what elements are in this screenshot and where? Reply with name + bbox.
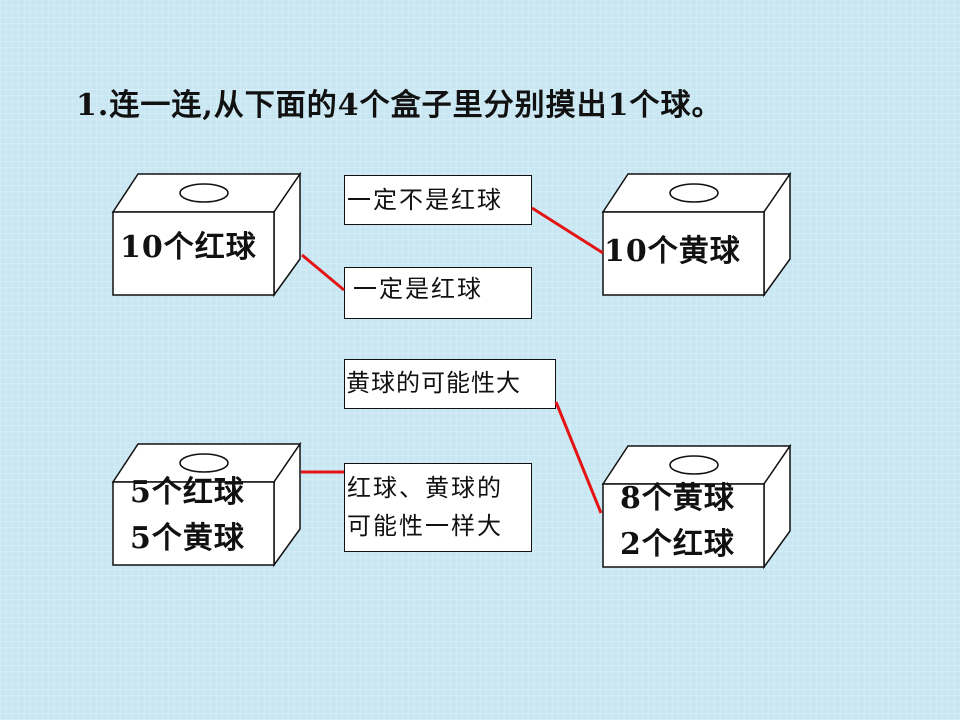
answer-text: 一定不是红球 — [347, 186, 503, 214]
answer-text: 可能性一样大 — [347, 512, 503, 540]
box-opening — [669, 183, 719, 203]
box-front-face — [602, 483, 765, 568]
answer-definitely-red[interactable]: 一定是红球 — [344, 267, 532, 319]
box-label-line: 10个红球 — [120, 230, 257, 265]
box-label: 10个红球 — [120, 225, 257, 271]
box-10-yellow — [601, 171, 792, 298]
answer-yellow-more-likely[interactable]: 黄球的可能性大 — [344, 359, 556, 409]
box-opening — [179, 453, 229, 473]
box-10-red — [111, 171, 302, 298]
answer-equally-likely[interactable]: 红球、黄球的 可能性一样大 — [344, 463, 532, 552]
box-front-face — [602, 211, 765, 296]
connector-not-red-10yellow — [531, 206, 604, 255]
connector-10red-definitely-red — [301, 253, 345, 292]
question-title: 1.连一连,从下面的4个盒子里分别摸出1个球。 — [76, 88, 723, 123]
box-label-line: 2个红球 — [620, 527, 735, 562]
box-opening — [179, 183, 229, 203]
box-5-red-5-yellow — [111, 441, 302, 568]
box-front-face — [112, 211, 275, 296]
answer-definitely-not-red[interactable]: 一定不是红球 — [344, 175, 532, 225]
box-label-line: 5个黄球 — [130, 521, 245, 556]
answer-text: 黄球的可能性大 — [346, 369, 521, 397]
box-label-line: 5个红球 — [130, 475, 245, 510]
box-label-line: 10个黄球 — [604, 234, 741, 269]
box-front-face — [112, 481, 275, 566]
box-label-line: 8个黄球 — [620, 481, 735, 516]
connector-yellow-more-8-2 — [554, 401, 603, 514]
box-label: 8个黄球 2个红球 — [620, 476, 735, 568]
box-8-yellow-2-red — [601, 443, 792, 570]
box-label: 10个黄球 — [604, 229, 741, 275]
box-opening — [669, 455, 719, 475]
box-label: 5个红球 5个黄球 — [130, 470, 245, 562]
answer-text: 一定是红球 — [353, 275, 483, 303]
answer-text: 红球、黄球的 — [347, 474, 503, 502]
